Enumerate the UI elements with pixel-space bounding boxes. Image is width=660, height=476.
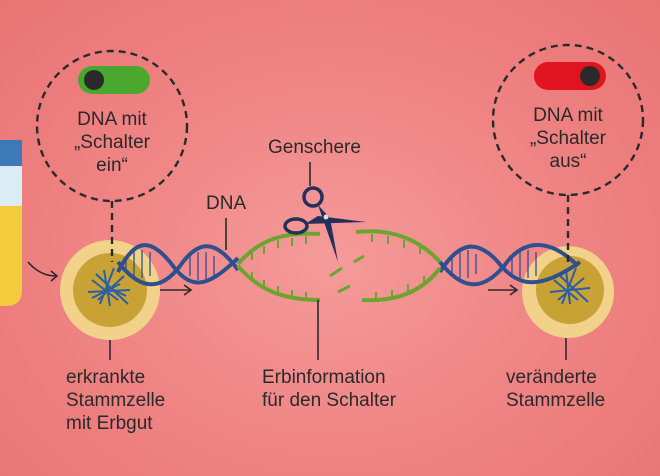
switch-off-label: DNA mit „Schalter aus“ [529,105,607,172]
arrow-cell-to-dna [160,284,193,296]
zoom-circle-off [491,43,645,197]
dna-helix-right [438,243,582,287]
switch-on-label: DNA mit „Schalter ein“ [73,109,151,176]
chromosome-tangle [87,267,131,307]
arrow-dna-to-cell [488,284,519,296]
changed-stem-cell [522,246,614,338]
changed-cell-label: veränderte Stammzelle [506,367,606,411]
sick-cell-label: erkrankte Stammzelle mit Erbgut [66,367,166,434]
dna-helix-left [116,243,240,287]
gene-info-label: Erbinformation für den Schalter [262,367,397,411]
test-tube-icon [0,140,22,306]
arrow-tube-to-cell [27,261,57,277]
sick-stem-cell [60,240,160,340]
zoom-circle-on [35,49,189,203]
toggle-switch-off [534,62,606,90]
scissors-icon [283,186,366,262]
dna-label: DNA [206,193,247,214]
toggle-switch-on [78,66,150,94]
chromosome-tangle [549,267,591,305]
gene-segment [236,229,442,303]
scissors-label: Genschere [268,137,361,158]
